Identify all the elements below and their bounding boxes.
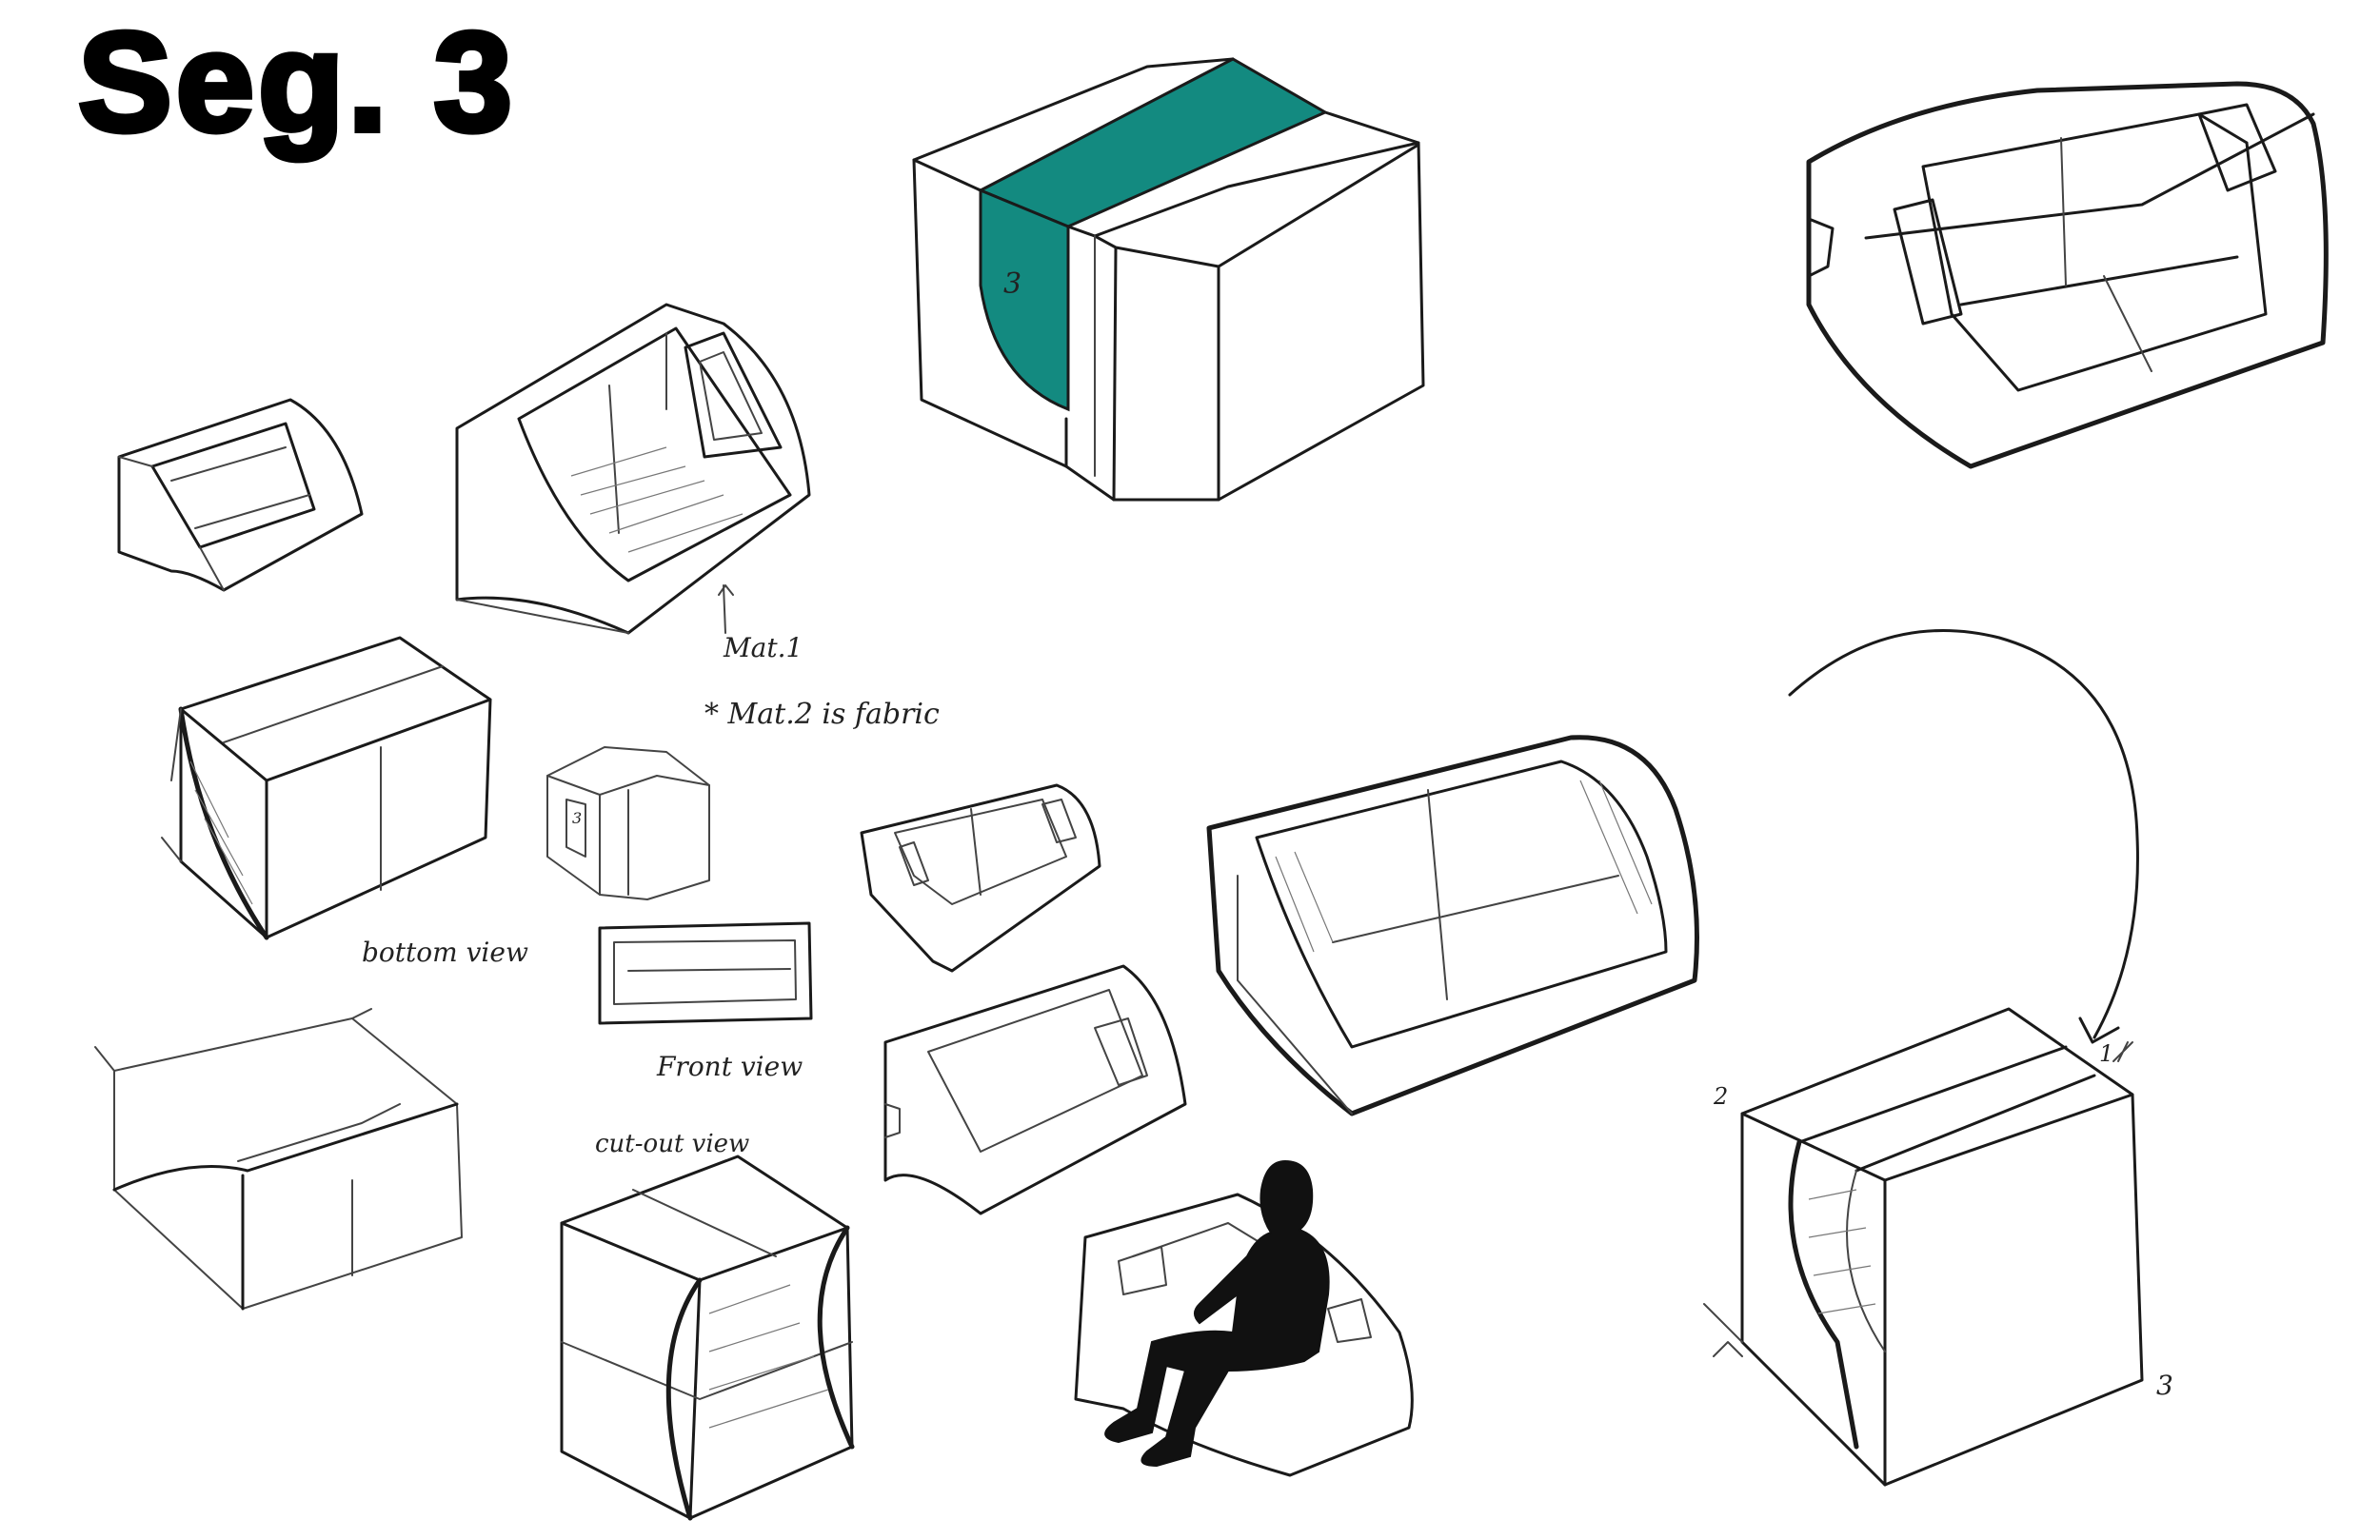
small-cut-module-sketch [117, 398, 364, 592]
sofa-module-top-right-sketch [1806, 81, 2329, 469]
large-numbered-cube-sketch: 1 2 3 [1703, 1007, 2173, 1487]
teal-band-top [977, 57, 1329, 228]
label-number-3-right: 3 [2156, 1370, 2173, 1401]
mini-sofa-module-b-sketch [883, 964, 1187, 1215]
label-bottom-view: bottom view [362, 937, 528, 968]
label-number-3-top: 3 [1003, 267, 1021, 301]
teal-band-front [979, 188, 1070, 412]
label-mat-2-fabric: * Mat.2 is fabric [704, 698, 940, 731]
front-view-slab-sketch: Front view [598, 921, 813, 1082]
page-title: Seg. 3 [75, 1, 516, 164]
person-silhouette-icon [1104, 1159, 1330, 1468]
bottom-view-box-sketch: bottom view [161, 636, 528, 968]
transform-arrow [1788, 629, 2139, 1044]
detailed-cut-module-sketch: Mat.1 [455, 303, 811, 663]
mini-sofa-module-a-sketch [860, 783, 1101, 973]
label-front-view: Front view [656, 1051, 803, 1082]
cutout-view-cube-sketch: cut-out view [560, 1130, 855, 1521]
label-number-2: 2 [1713, 1083, 1728, 1110]
teal-banded-cube-sketch: 3 [912, 57, 1425, 502]
small-numbered-cube-sketch: 3 [546, 746, 710, 900]
large-sofa-module-sketch [1206, 735, 1699, 1116]
seated-person-lounge-sketch [1074, 1159, 1414, 1477]
label-number-3-small: 3 [572, 809, 582, 827]
label-cutout-view: cut-out view [595, 1130, 749, 1158]
label-mat-1: Mat.1 [723, 632, 803, 663]
label-number-1: 1 [2099, 1040, 2113, 1067]
tapered-box-sketch [94, 1008, 463, 1311]
